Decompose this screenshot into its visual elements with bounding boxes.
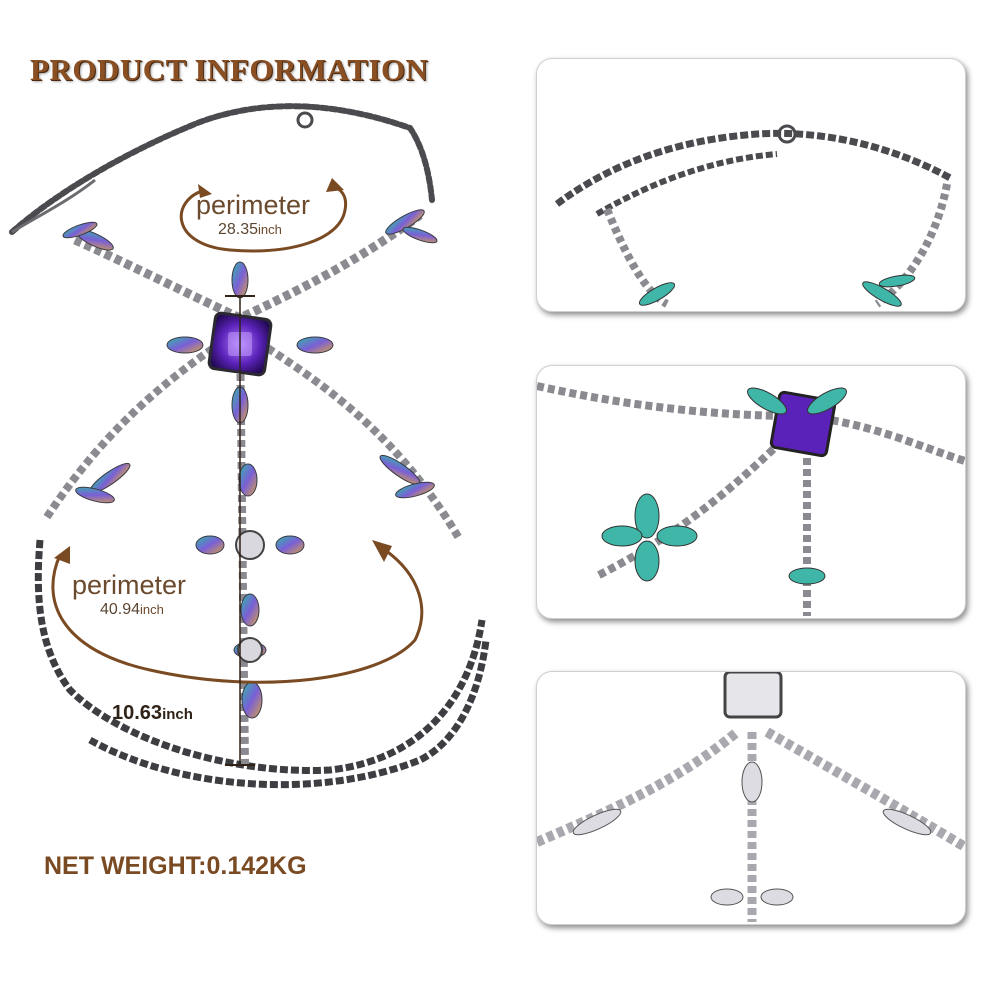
top-perimeter-unit: inch: [258, 222, 282, 237]
bottom-perimeter-unit: inch: [140, 602, 164, 617]
bottom-perimeter-label: perimeter: [72, 570, 187, 600]
product-photo: [9, 103, 490, 789]
clasp-closeup-image: [554, 124, 954, 308]
top-perimeter-value: 28.35: [218, 221, 259, 238]
detail-panel-clasp: [536, 58, 966, 312]
top-perimeter-label: perimeter: [196, 190, 311, 220]
length-annotation: 10.63inch: [112, 702, 232, 728]
bottom-perimeter-annotation: perimeter 40.94inch: [72, 570, 232, 640]
center-closeup-image: [537, 382, 965, 616]
clear-variant-closeup-image: [537, 672, 965, 922]
bottom-perimeter-value: 40.94: [100, 601, 141, 618]
detail-panel-clear: [536, 671, 966, 925]
length-unit: inch: [162, 706, 193, 723]
net-weight: NET WEIGHT:0.142KG: [44, 852, 307, 880]
detail-panel-center: [536, 365, 966, 619]
length-value: 10.63: [112, 702, 163, 724]
top-perimeter-annotation: perimeter 28.35inch: [196, 190, 356, 250]
page-title: PRODUCT INFORMATION: [30, 52, 429, 87]
